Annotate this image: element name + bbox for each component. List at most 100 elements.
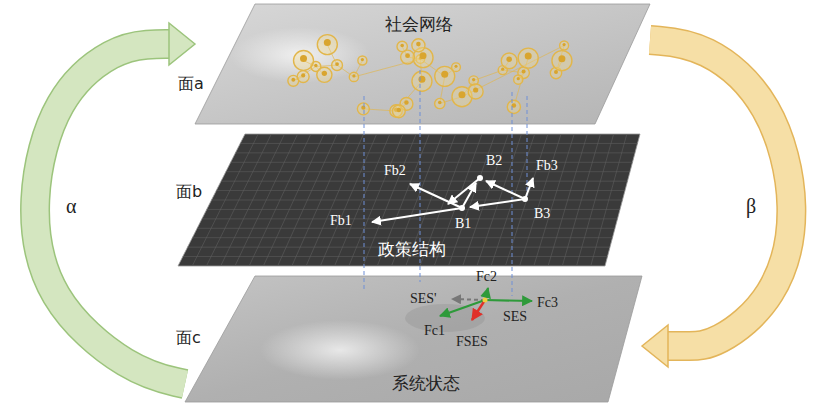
arrowhead [169, 23, 195, 65]
label-holder: Fb3 [536, 155, 558, 175]
network-link [440, 76, 445, 103]
plane-label: 面a [178, 74, 204, 93]
arrow-body-outline [35, 44, 185, 384]
actor-icon [554, 70, 558, 74]
network-link [503, 70, 524, 73]
network-actor [288, 75, 299, 86]
state-point [483, 298, 488, 303]
network-actor [392, 105, 405, 118]
network-actor [401, 50, 415, 64]
network-actor [413, 48, 433, 68]
plane-title: 政策结构 [378, 238, 446, 261]
arrow-body [35, 44, 185, 384]
actor-icon [322, 71, 327, 76]
force-vector [486, 181, 525, 199]
structure-point [459, 205, 465, 211]
label-holder: 面c [176, 328, 201, 347]
label-holder: FSES [456, 331, 488, 351]
network-link [316, 65, 337, 66]
projection-line [420, 70, 421, 282]
network-actor [390, 105, 402, 117]
network-link [316, 67, 324, 75]
plane-surface [185, 276, 642, 402]
actor-icon [473, 87, 478, 92]
network-link [518, 73, 523, 80]
actor-icon [517, 77, 520, 80]
arrow-body-outline [650, 40, 791, 346]
grid-line [221, 134, 285, 266]
label-holder: β [746, 194, 756, 218]
actor-icon [300, 55, 307, 62]
force-vector [448, 178, 480, 204]
network-link [402, 46, 407, 57]
network-link [396, 110, 399, 111]
network-actor [358, 56, 367, 65]
vector-label: B1 [455, 216, 471, 233]
cycle-arrow [35, 23, 195, 384]
actor-icon [405, 53, 410, 58]
network-link [440, 97, 462, 104]
grid-line [278, 134, 338, 266]
vector-label: B3 [534, 206, 550, 223]
network-link [556, 46, 564, 74]
label-holder: Fc1 [424, 320, 445, 340]
shift-vector [452, 299, 485, 300]
network-actor [294, 51, 314, 71]
network-link [420, 59, 422, 81]
actor-icon [397, 108, 401, 112]
projection-line [512, 92, 513, 296]
network-actor [297, 71, 309, 83]
projection-line [527, 96, 528, 196]
network-link [408, 57, 421, 59]
network-link [420, 58, 423, 59]
plane: 政策结构 [178, 134, 640, 266]
structure-point [522, 196, 528, 202]
grid-line [477, 134, 522, 266]
label-holder: Fc2 [476, 266, 497, 286]
network-link [524, 58, 529, 73]
network-actor [317, 67, 332, 82]
actor-icon [314, 64, 317, 67]
force-vector [410, 184, 462, 208]
network-link [462, 81, 474, 97]
network-actor [518, 48, 538, 68]
network-actor [452, 63, 461, 72]
plane: 社会网络 [195, 4, 650, 124]
network-link [462, 46, 564, 97]
network-link [293, 77, 303, 81]
label-holder: 面b [176, 182, 202, 201]
structure-point [477, 175, 483, 181]
label-holder: α [66, 194, 76, 218]
force-vector [440, 300, 485, 316]
network-actor [501, 53, 517, 69]
actor-icon [454, 65, 457, 68]
network-actor [514, 75, 523, 84]
network-actor [412, 71, 432, 91]
grid-line [320, 134, 376, 266]
grid-line [306, 134, 363, 266]
actor-icon [394, 108, 398, 112]
network-link [293, 67, 316, 81]
vector-label: Fc1 [424, 323, 445, 340]
actor-icon [361, 58, 364, 61]
label-holder: Fb1 [330, 210, 352, 230]
projection-line [364, 96, 365, 292]
actor-icon [420, 52, 427, 59]
network-actor [397, 41, 407, 51]
label-holder: SES [503, 306, 527, 326]
network-link [396, 104, 406, 111]
vector-label: Fc2 [476, 269, 497, 286]
network-actor [349, 72, 358, 81]
network-link [354, 60, 362, 76]
network-link [420, 59, 444, 76]
network-link [474, 70, 503, 80]
label-holder: Fc3 [537, 292, 558, 312]
network-link [304, 61, 316, 67]
label-holder: 面a [178, 74, 204, 93]
vector-label: SES' [410, 291, 437, 308]
cycle-label: β [746, 194, 756, 218]
grid-line [577, 134, 614, 266]
grid [183, 134, 638, 266]
